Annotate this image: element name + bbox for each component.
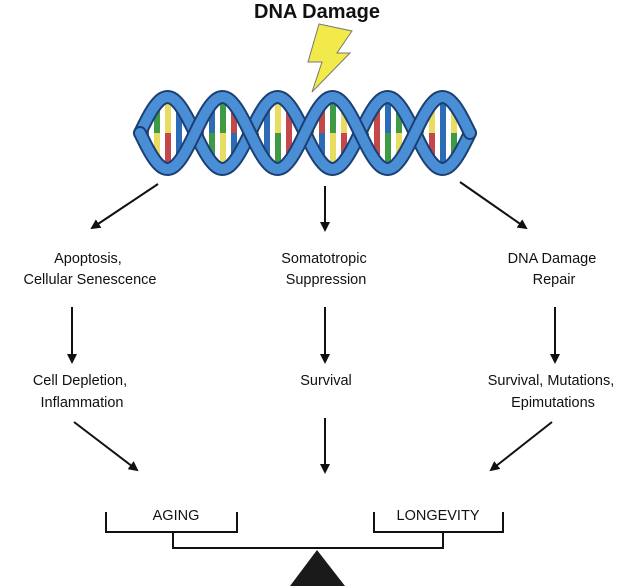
aging-pan: [105, 512, 238, 533]
arrow-left-to-aging: [73, 421, 139, 472]
node-apoptosis-line1: Apoptosis,: [54, 251, 122, 267]
node-survival-mutations-line1: Survival, Mutations,: [488, 373, 615, 389]
node-survival-mutations-epimutations: Survival, Mutations, Epimutations: [488, 373, 619, 411]
diagram-title: DNA Damage: [254, 1, 380, 23]
node-cell-depletion-line1: Cell Depletion,: [33, 373, 127, 389]
arrow-dna-to-right: [459, 181, 528, 230]
node-somatotropic-line2: Suppression: [286, 272, 367, 288]
dna-backbone-strand-front: [135, 91, 475, 175]
arrow-dna-to-left: [90, 183, 159, 230]
longevity-pan: [373, 512, 504, 533]
node-cell-depletion-line2: Inflammation: [40, 395, 123, 411]
node-survival-mutations-line2: Epimutations: [511, 395, 595, 411]
node-repair-line1: DNA Damage: [508, 251, 597, 267]
balance-scale: [105, 512, 504, 549]
longevity-label: LONGEVITY: [397, 508, 480, 524]
node-somatotropic-suppression: Somatotropic Suppression: [281, 251, 370, 288]
node-repair-line2: Repair: [533, 272, 576, 288]
fulcrum-triangle: [290, 550, 345, 586]
balance-beam: [172, 532, 444, 549]
dna-helix-icon: [133, 89, 477, 177]
lightning-bolt-icon: [307, 23, 353, 93]
node-apoptosis-line2: Cellular Senescence: [24, 272, 157, 288]
aging-label: AGING: [153, 508, 200, 524]
node-survival-line1: Survival: [300, 373, 352, 389]
node-cell-depletion-inflammation: Cell Depletion, Inflammation: [33, 373, 131, 411]
arrow-right-to-longevity: [489, 421, 553, 472]
node-dna-damage-repair: DNA Damage Repair: [508, 251, 601, 288]
node-somatotropic-line1: Somatotropic: [281, 251, 366, 267]
node-apoptosis-senescence: Apoptosis, Cellular Senescence: [24, 251, 157, 288]
node-survival: Survival: [300, 373, 352, 389]
